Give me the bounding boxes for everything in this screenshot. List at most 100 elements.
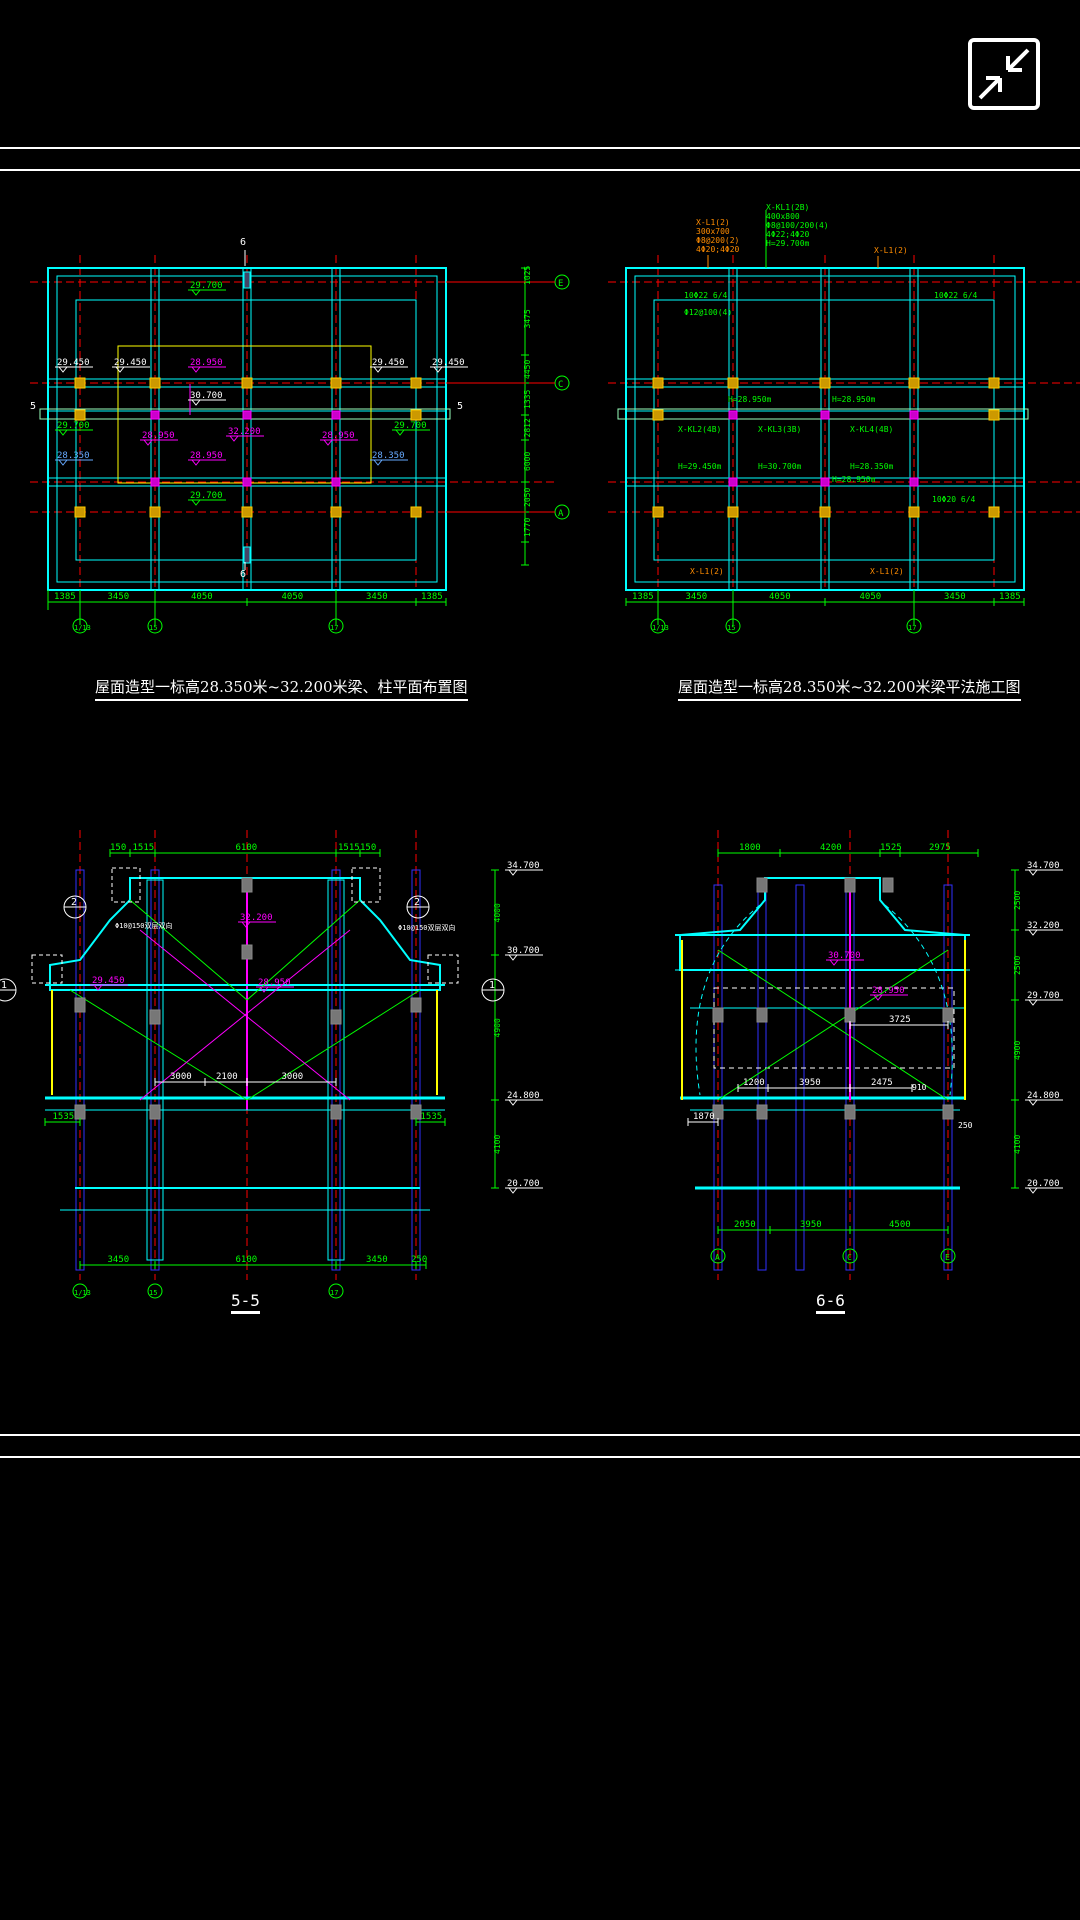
axis-bubble: [147, 618, 163, 634]
elevation-3: 28.950: [190, 358, 223, 368]
beam: [242, 267, 252, 591]
elevation-5: 29.450: [432, 358, 465, 368]
rebar-label: Φ10@150双层双向: [398, 923, 456, 932]
elevation-triangle: [93, 984, 103, 991]
dimension-label: 4100: [493, 1135, 502, 1154]
column: [149, 506, 161, 518]
section-mark: 5: [30, 401, 36, 412]
elevation: 28.950: [872, 986, 905, 996]
axis-label: A: [715, 1253, 720, 1262]
column: [74, 377, 86, 389]
column-section: [942, 1104, 954, 1120]
axis-bubble: [940, 1248, 956, 1264]
elevation-triangle: [1028, 929, 1038, 936]
dimension-label: 910: [912, 1083, 927, 1092]
beam-label-10: 10Φ22 6/4: [684, 291, 728, 300]
elevation: 20.700: [507, 1179, 540, 1189]
beam-label-24: H=28.950m: [832, 475, 876, 484]
elevation-triangle: [191, 289, 201, 296]
column: [410, 377, 422, 389]
elevation: 32.200: [1027, 921, 1060, 931]
column: [411, 869, 421, 1271]
dimension-label: 2050: [734, 1220, 756, 1230]
column-outline: [327, 879, 345, 1261]
beam-label-1: 300x700: [696, 227, 730, 236]
dimension-label: 1770: [523, 518, 532, 537]
dimension-label: 1335: [523, 390, 532, 409]
dimension-label: 1385: [632, 592, 654, 602]
column-section: [756, 1104, 768, 1120]
axis-label: E: [945, 1253, 950, 1262]
dimension-label: 1870: [693, 1112, 715, 1122]
elevation-triangle: [508, 869, 518, 876]
beam-label-0: X-L1(2): [696, 218, 730, 227]
column: [241, 377, 253, 389]
axis-label: 17: [330, 624, 338, 632]
dimension-label: 6100: [236, 1255, 258, 1265]
elevation-triangle: [508, 1099, 518, 1106]
dimension-label: 4050: [769, 592, 791, 602]
roof-outline: [49, 877, 441, 991]
column-section: [330, 1009, 342, 1025]
dimension-label: 4900: [1013, 1041, 1022, 1060]
axis-bubble: [147, 1283, 163, 1299]
section-mark: 6: [240, 569, 246, 580]
elevation-triangle: [191, 499, 201, 506]
dimension-label: 1385: [999, 592, 1021, 602]
dimension-label: 4200: [820, 843, 842, 853]
arc: [884, 904, 953, 1096]
column: [820, 477, 830, 487]
dimension-label: 1515: [133, 843, 155, 853]
column: [331, 477, 341, 487]
dimension-label: 3450: [108, 1255, 130, 1265]
opening: [713, 987, 955, 1069]
axis-bubble: [328, 618, 344, 634]
column: [75, 869, 85, 1271]
axis-label: 1/13: [74, 1289, 91, 1297]
elevation-0: 29.700: [190, 281, 223, 291]
elevation-triangle: [191, 399, 201, 406]
plan2-caption: 屋面造型一标高28.350米~32.200米梁平法施工图: [678, 676, 1021, 701]
elevation-triangle: [323, 439, 333, 446]
dimension-label: 2975: [929, 843, 951, 853]
column: [908, 506, 920, 518]
beam-label-5: 400x800: [766, 212, 800, 221]
dimension-label: 1385: [54, 592, 76, 602]
beam-label-12: Φ12@100(4): [684, 308, 732, 317]
exit-fullscreen-button[interactable]: [968, 38, 1040, 110]
column: [819, 506, 831, 518]
elevation-9: 28.950: [142, 431, 175, 441]
dimension-label: 1515: [338, 843, 360, 853]
beam-label-6: Φ8@100/200(4): [766, 221, 829, 230]
elevation-triangle: [1028, 1187, 1038, 1194]
column: [74, 506, 86, 518]
column: [150, 477, 160, 487]
elevation: 30.700: [507, 946, 540, 956]
dimension-label: 250: [958, 1121, 973, 1130]
column: [242, 477, 252, 487]
column: [149, 377, 161, 389]
axis-bubble: [650, 618, 666, 634]
outer-beam: [634, 275, 1016, 583]
axis-bubble: [842, 1248, 858, 1264]
beam-label-11: 10Φ22 6/4: [934, 291, 978, 300]
bottom-divider-2: [0, 1456, 1080, 1458]
axis-bubble: [72, 1283, 88, 1299]
detail-mark: 2: [414, 897, 420, 908]
bracing: [246, 899, 361, 1001]
elevation-triangle: [1028, 999, 1038, 1006]
dimension-label: 1200: [743, 1078, 765, 1088]
dimension-label: 2050: [523, 488, 532, 507]
axis-label: 17: [908, 624, 916, 632]
column-section: [241, 877, 253, 893]
dimension-label: 150: [110, 843, 126, 853]
column: [243, 546, 251, 564]
elevation: 34.700: [1027, 861, 1060, 871]
dimension-label: 3725: [889, 1015, 911, 1025]
axis-label: 17: [330, 1289, 338, 1297]
column-section: [882, 877, 894, 893]
axis-bubble: [710, 1248, 726, 1264]
